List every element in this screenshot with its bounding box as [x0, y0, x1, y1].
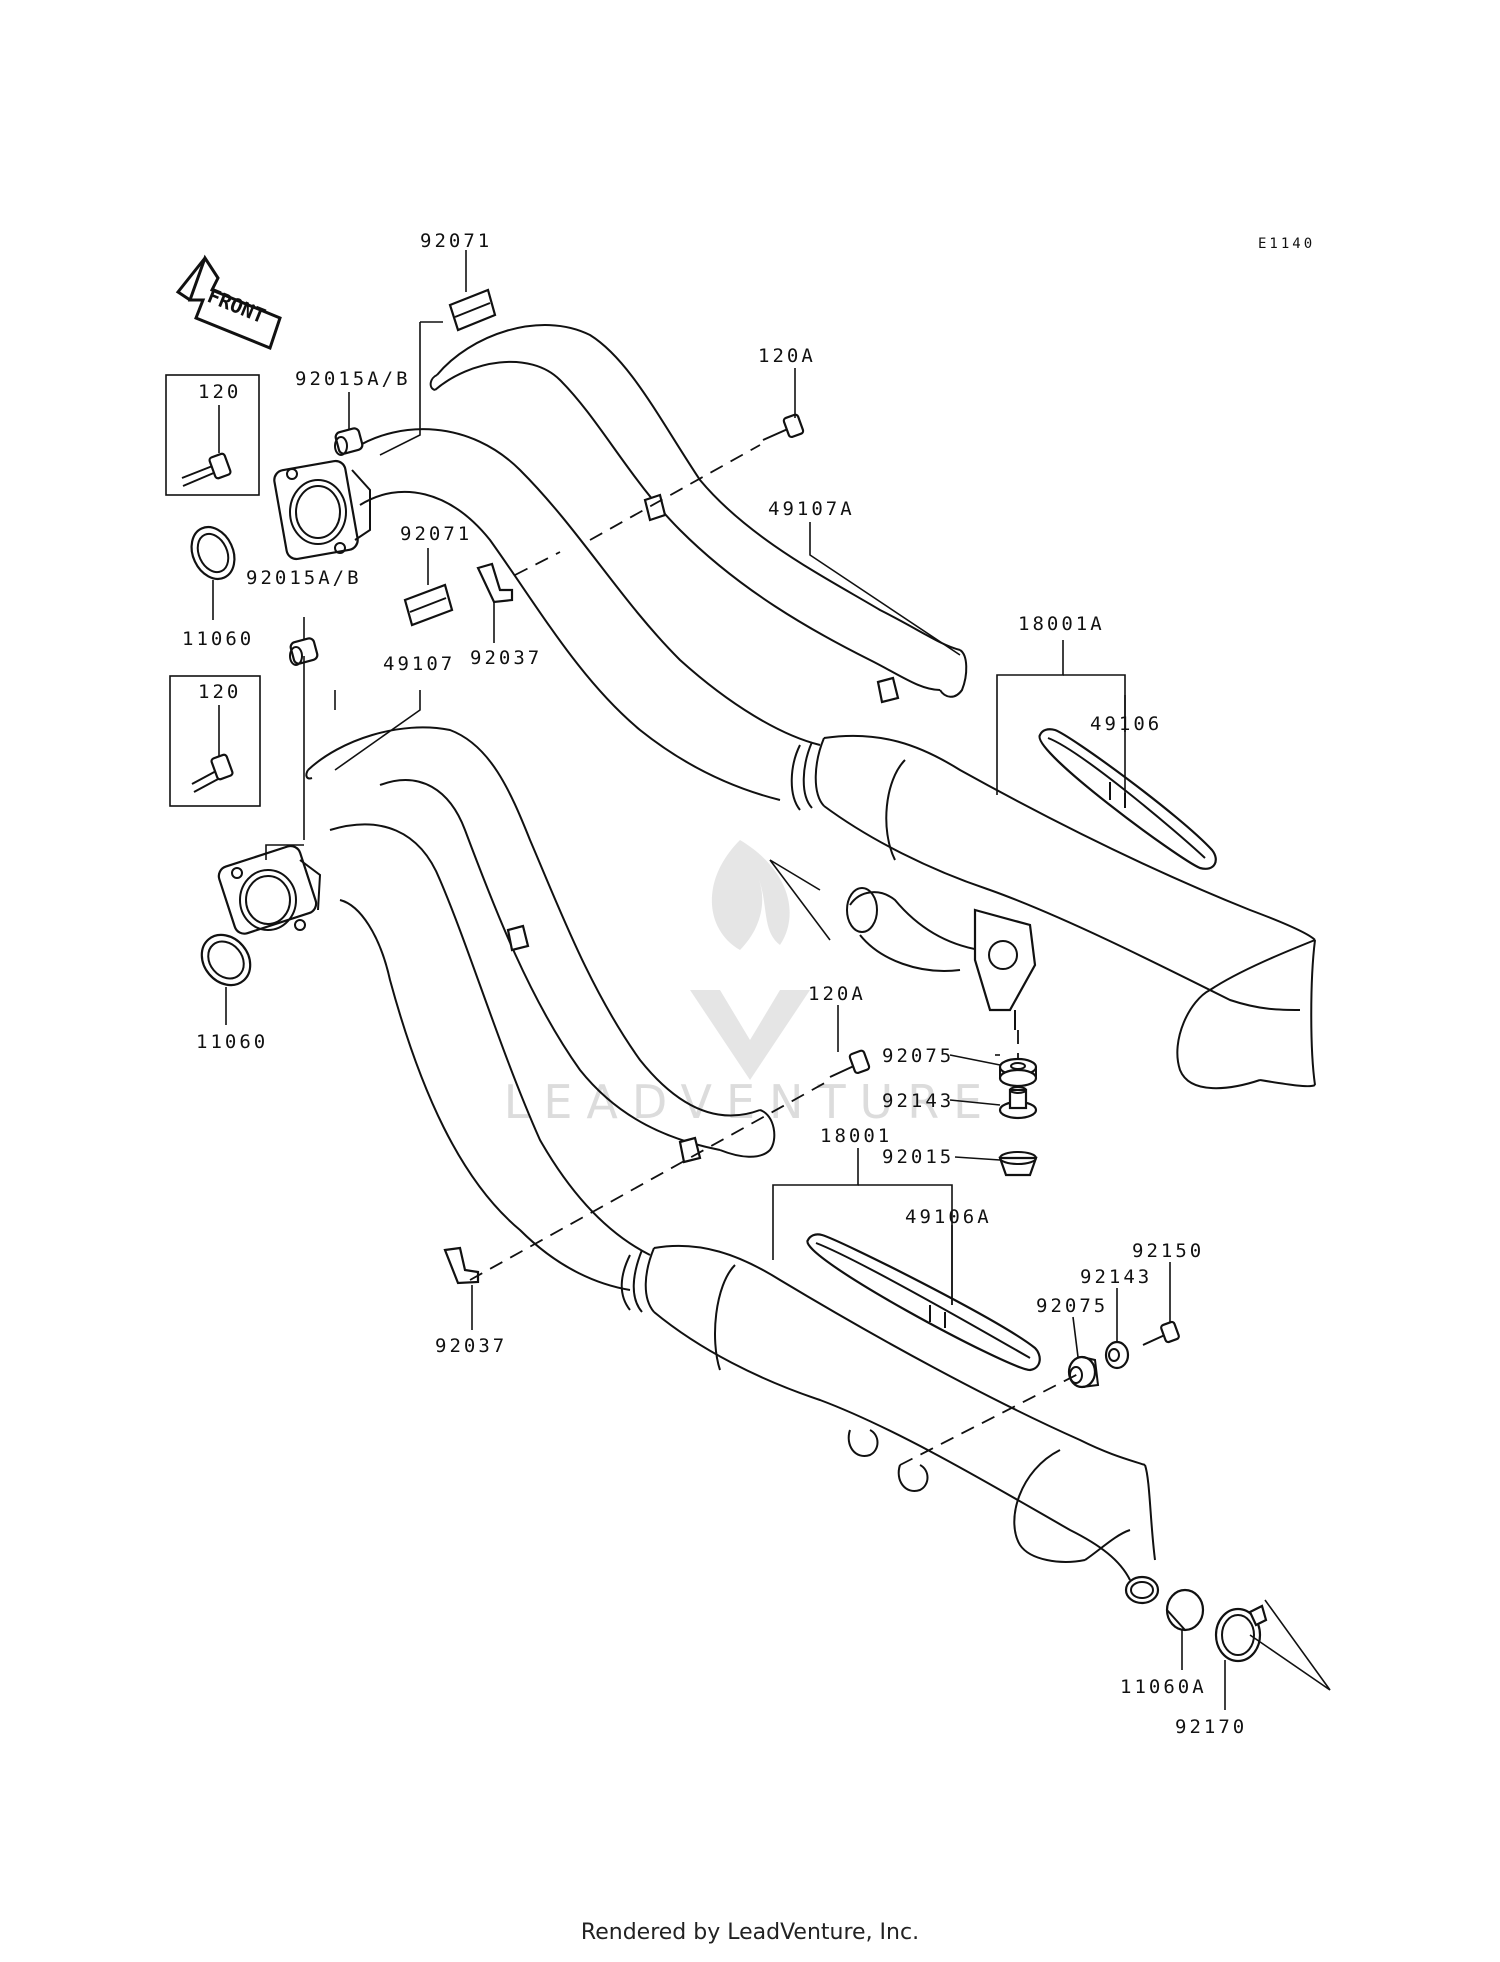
- collar-92015ab-top: [334, 427, 364, 456]
- callout-49106a: 49106A: [905, 1206, 992, 1228]
- callout-92150: 92150: [1132, 1240, 1204, 1262]
- callout-120-top: 120: [198, 381, 241, 403]
- callout-120a-top: 120A: [758, 345, 816, 367]
- callout-92143-bottom: 92143: [1080, 1266, 1152, 1288]
- callout-92071-top: 92071: [420, 230, 492, 252]
- clamp-92071-top: [448, 288, 497, 332]
- dash-92037-top: [514, 551, 561, 576]
- muffler-mount-bracket: [973, 908, 1037, 1030]
- shield-bracket-upper-b: [876, 676, 900, 704]
- bolt-120a-bottom: [829, 1049, 871, 1078]
- callout-labels: 92071 120A 92015A/B 120 49107A 92071 920…: [182, 230, 1247, 1738]
- clip-92037-bottom: [443, 1246, 480, 1285]
- callout-49106: 49106: [1090, 713, 1162, 735]
- diagram-code: E1140: [1258, 236, 1315, 252]
- collar-92015: [998, 1151, 1038, 1177]
- clip-92037-top: [476, 562, 514, 604]
- bolt-120-bottom: [191, 753, 234, 793]
- callout-92170: 92170: [1175, 1716, 1247, 1738]
- callout-49107a: 49107A: [768, 498, 855, 520]
- plate-49106: [1038, 728, 1217, 870]
- callout-11060a: 11060A: [1120, 1676, 1207, 1698]
- callout-120-bottom: 120: [198, 681, 241, 703]
- shield-bracket-lower-b: [678, 1136, 702, 1164]
- gasket-11060-bottom: [200, 933, 252, 987]
- collar-92143-bottom: [1104, 1340, 1130, 1370]
- gasket-11060-top: [190, 526, 236, 580]
- callout-92075-top: 92075: [882, 1045, 954, 1067]
- bolt-120-box-bottom: [169, 675, 261, 807]
- callout-18001a: 18001A: [1018, 613, 1105, 635]
- leader-lines: [212, 250, 1331, 1710]
- collar-92015ab-mid: [289, 637, 319, 666]
- callout-11060-bottom: 11060: [196, 1031, 268, 1053]
- clamp-92071-mid: [403, 583, 454, 627]
- callout-92015ab-mid: 92015A/B: [246, 567, 362, 589]
- collar-92143-top: [998, 1086, 1038, 1120]
- front-arrow-icon: FRONT: [175, 254, 282, 350]
- callout-18001: 18001: [820, 1125, 892, 1147]
- clamp-92170: [1214, 1604, 1268, 1663]
- watermark: LEADVENTURE: [504, 840, 997, 1129]
- upper-flange: [273, 459, 371, 561]
- bolt-120a-top: [762, 413, 805, 441]
- callout-92015ab-top: 92015A/B: [295, 368, 411, 390]
- callout-92075-bottom: 92075: [1036, 1295, 1108, 1317]
- shield-bracket-lower-a: [506, 924, 530, 952]
- grommet-92075-bottom: [1067, 1355, 1100, 1389]
- callout-92143-top: 92143: [882, 1090, 954, 1112]
- bolt-120-top: [181, 452, 232, 487]
- dash-120a-top: [589, 444, 761, 541]
- callout-49107: 49107: [383, 653, 455, 675]
- bolt-120-box-top: [165, 374, 260, 496]
- callout-92071-mid: 92071: [400, 523, 472, 545]
- lower-flange: [217, 844, 322, 935]
- sleeve-11060a: [1165, 1588, 1205, 1632]
- callout-92037-top: 92037: [470, 647, 542, 669]
- dash-lower-mount: [899, 1371, 1083, 1466]
- callout-120a-bottom: 120A: [808, 983, 866, 1005]
- footer-credit: Rendered by LeadVenture, Inc.: [580, 1920, 920, 1945]
- callout-11060-top: 11060: [182, 628, 254, 650]
- grommet-92075-top: [998, 1057, 1038, 1088]
- plate-49106a: [806, 1233, 1041, 1372]
- watermark-text: LEADVENTURE: [504, 1075, 997, 1129]
- upper-exhaust-pipe: [354, 324, 1316, 1090]
- callout-92037-bottom: 92037: [435, 1335, 507, 1357]
- bolt-92150: [1142, 1320, 1180, 1346]
- callout-92015: 92015: [882, 1146, 954, 1168]
